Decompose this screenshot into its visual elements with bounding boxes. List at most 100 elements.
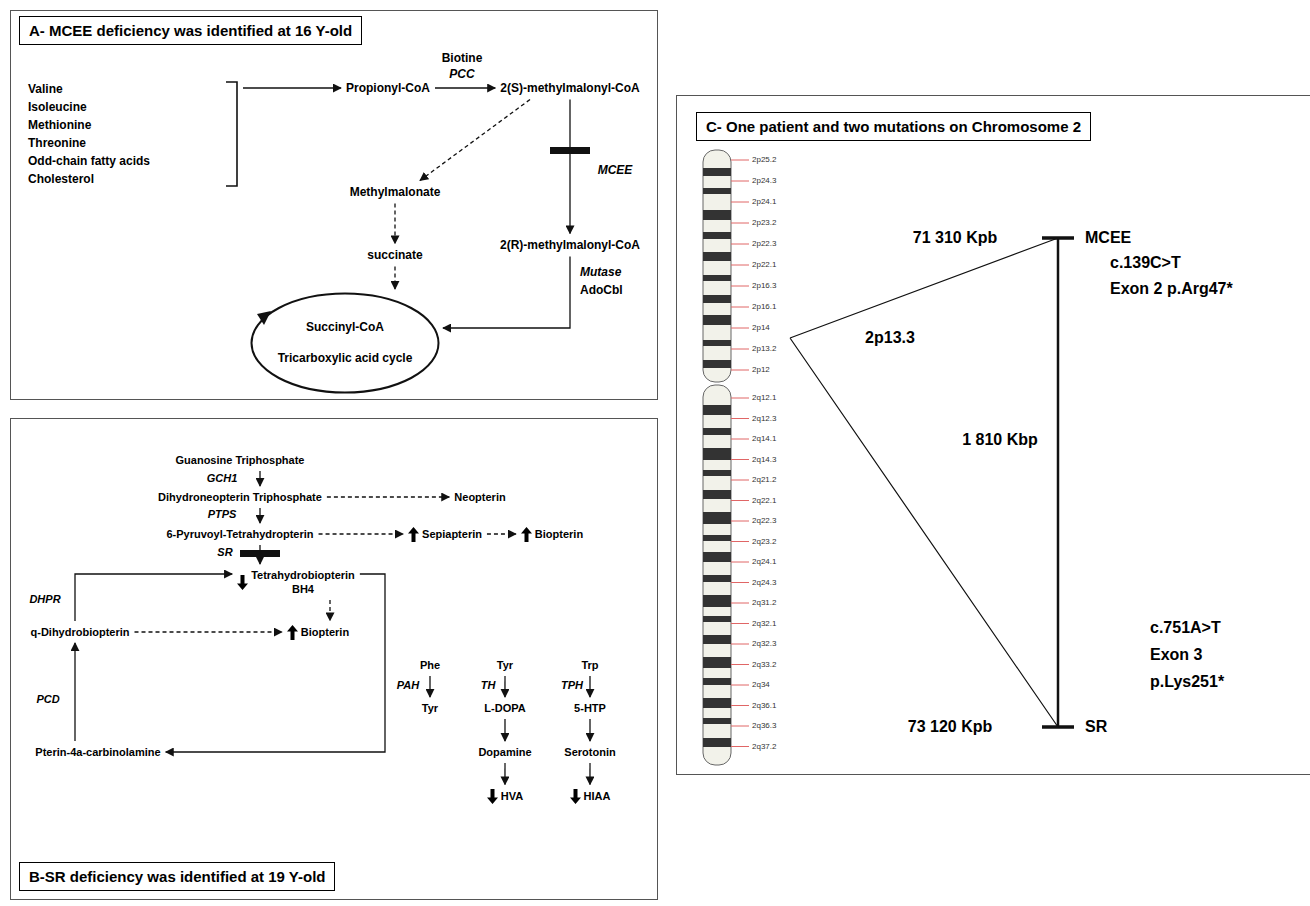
reaction-arrow: [443, 257, 570, 329]
metabolite-name: Valine: [28, 80, 240, 98]
reaction-arrow: [487, 533, 516, 534]
band-label: 2q36.1: [752, 701, 776, 711]
metabolite: Guanosine Triphosphate: [174, 452, 307, 468]
band-label: 2q34: [752, 680, 770, 690]
annotation-label: 71 310 Kpb: [913, 228, 997, 247]
annotation-label: Exon 3: [1150, 645, 1202, 664]
text-group: succinate: [367, 248, 422, 263]
metabolite-name: Odd-chain fatty acids: [28, 152, 240, 170]
metabolite-name: Succinyl-CoA: [306, 320, 384, 335]
metabolite-name: Methionine: [28, 116, 240, 134]
text-group: L-DOPA: [484, 701, 525, 715]
metabolite: Sepiapterin: [406, 526, 484, 543]
metabolite-name: Neopterin: [454, 490, 505, 504]
reaction-arrow: [435, 87, 495, 88]
reaction-arrow: [589, 719, 590, 741]
text-group: Trp: [581, 658, 598, 672]
text-group: Neopterin: [454, 490, 505, 504]
text-group: TetrahydrobiopterinBH4: [251, 568, 355, 596]
annotation-label: PAH: [397, 679, 419, 692]
metabolite: 2(S)-methylmalonyl-CoA: [498, 80, 641, 97]
annotation-label: c.751A>T: [1150, 618, 1221, 637]
decrease-arrow: [487, 789, 498, 804]
band-label: 2p13.2: [752, 344, 776, 354]
metabolite-name: 2(R)-methylmalonyl-CoA: [500, 238, 640, 253]
chromosome-arm: [703, 150, 731, 382]
metabolite: HVA: [485, 788, 525, 805]
annotation-label: PTPS: [208, 508, 237, 521]
metabolite-name: Isoleucine: [28, 98, 240, 116]
text-group: q-Dihydrobiopterin: [31, 625, 130, 639]
text-group: Tyr: [422, 701, 438, 715]
increase-arrow: [287, 625, 298, 640]
metabolite: q-Dihydrobiopterin: [29, 624, 132, 640]
annotation-label: 1 810 Kbp: [962, 430, 1038, 449]
metabolite-name: q-Dihydrobiopterin: [31, 625, 130, 639]
text-group: Propionyl-CoA: [346, 81, 430, 96]
band-label: 2q32.1: [752, 619, 776, 629]
text-group: Biopterin: [535, 527, 583, 541]
annotation-label: GCH1: [207, 472, 238, 485]
reaction-arrow: [319, 533, 404, 534]
band-label: 2p23.2: [752, 218, 776, 228]
band-label: 2q24.3: [752, 578, 776, 588]
metabolite: TetrahydrobiopterinBH4: [235, 567, 357, 597]
block-bar: [240, 550, 280, 557]
reaction-arrow: [589, 676, 590, 697]
metabolite-name: Threonine: [28, 134, 240, 152]
annotation-label: DHPR: [29, 593, 60, 606]
reaction-arrow: [259, 508, 260, 523]
reaction-arrow: [327, 496, 449, 497]
band-label: 2q12.1: [752, 393, 776, 403]
metabolite-name: Phe: [420, 658, 440, 672]
block-bar: [550, 147, 590, 154]
band-label: 2p16.3: [752, 281, 776, 291]
metabolite-name: 5-HTP: [574, 701, 606, 715]
text-group: 2(S)-methylmalonyl-CoA: [500, 81, 639, 96]
metabolite-name: Biopterin: [301, 625, 349, 639]
reaction-arrow: [504, 676, 505, 697]
annotation-label: AdoCbl: [580, 283, 623, 297]
panel: ValineIsoleucineMethionineThreonineOdd-c…: [10, 10, 658, 400]
metabolite-name: BH4: [292, 582, 314, 596]
metabolite: Serotonin: [562, 744, 617, 760]
annotation-label: 2p13.3: [865, 328, 915, 347]
reaction-arrow: [75, 574, 232, 621]
text-group: Sepiapterin: [422, 527, 482, 541]
metabolite-name: succinate: [367, 248, 422, 263]
metabolite-name: Sepiapterin: [422, 527, 482, 541]
increase-arrow: [521, 527, 532, 542]
bracket: [226, 82, 237, 186]
metabolite-name: HIAA: [584, 789, 611, 803]
arrow-shape: [237, 575, 248, 590]
increase-arrow: [408, 527, 419, 542]
chromosome-arm: [703, 385, 731, 765]
band-label: 2p24.3: [752, 176, 776, 186]
text-group: Tyr: [497, 658, 513, 672]
metabolite-name: 6-Pyruvoyl-Tetrahydropterin: [166, 527, 313, 541]
arrow-shape: [521, 527, 532, 542]
annotation-label: TPH: [561, 679, 583, 692]
metabolite: Methylmalonate: [348, 184, 443, 201]
arrow-shape: [408, 527, 419, 542]
reaction-arrow: [569, 100, 570, 234]
metabolite-name: Dopamine: [478, 745, 531, 759]
band-label: 2p25.2: [752, 155, 776, 165]
arrow-shape: [487, 789, 498, 804]
arrow-shape: [287, 625, 298, 640]
metabolite-name: Tyr: [422, 701, 438, 715]
panel-title: C- One patient and two mutations on Chro…: [696, 112, 1091, 141]
band-label: 2p12: [752, 365, 770, 375]
annotation-label: PCD: [36, 693, 59, 706]
reaction-arrow: [504, 763, 505, 785]
metabolite-name: Dihydroneopterin Triphosphate: [158, 490, 322, 504]
band-label: 2p22.3: [752, 239, 776, 249]
metabolite-name: Guanosine Triphosphate: [176, 453, 305, 467]
reaction-arrow: [135, 631, 282, 632]
metabolite: HIAA: [568, 788, 613, 805]
cycle-outline: [250, 292, 440, 394]
reaction-arrow: [166, 574, 385, 752]
metabolite: Tyr: [495, 657, 515, 673]
